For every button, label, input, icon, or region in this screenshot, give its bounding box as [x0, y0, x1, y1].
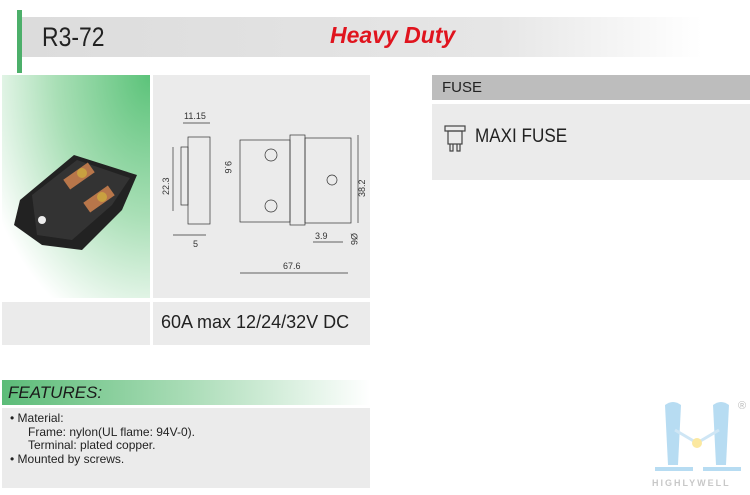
fuse-type: MAXI FUSE [475, 126, 568, 147]
category-label: Heavy Duty [330, 22, 456, 48]
feature-item: Frame: nylon(UL flame: 94V-0). [28, 424, 195, 439]
product-photo [2, 75, 150, 298]
dimension-drawing: 11.15 9.6 22.3 38.2 5 3.9 Ø6 67.6 [153, 75, 370, 298]
svg-text:22.3: 22.3 [161, 177, 171, 195]
svg-text:Ø6: Ø6 [349, 233, 359, 245]
model-title: R3-72 [42, 22, 105, 52]
svg-text:5: 5 [193, 239, 198, 249]
svg-text:38.2: 38.2 [357, 179, 367, 197]
maxi-fuse-icon [443, 124, 467, 159]
svg-text:9.6: 9.6 [223, 161, 233, 174]
features-list: • Material: Frame: nylon(UL flame: 94V-0… [2, 408, 370, 488]
svg-text:®: ® [738, 400, 746, 412]
accent-bar [17, 10, 22, 73]
svg-text:3.9: 3.9 [315, 231, 328, 241]
header-band [22, 17, 702, 57]
features-heading: FEATURES: [2, 380, 370, 405]
feature-item: • Material: [10, 411, 64, 425]
dim-width: 11.15 [184, 111, 206, 121]
spec-blank [2, 302, 150, 345]
rating-spec: 60A max 12/24/32V DC [153, 302, 370, 345]
logo-text: HIGHLYWELL [652, 478, 731, 488]
feature-item: Terminal: plated copper. [28, 438, 156, 452]
feature-item: • Mounted by screws. [10, 451, 125, 466]
highlywell-logo: ® [645, 395, 750, 490]
svg-text:67.6: 67.6 [283, 261, 301, 271]
fuse-panel [432, 104, 750, 180]
fuse-heading: FUSE [432, 75, 750, 100]
